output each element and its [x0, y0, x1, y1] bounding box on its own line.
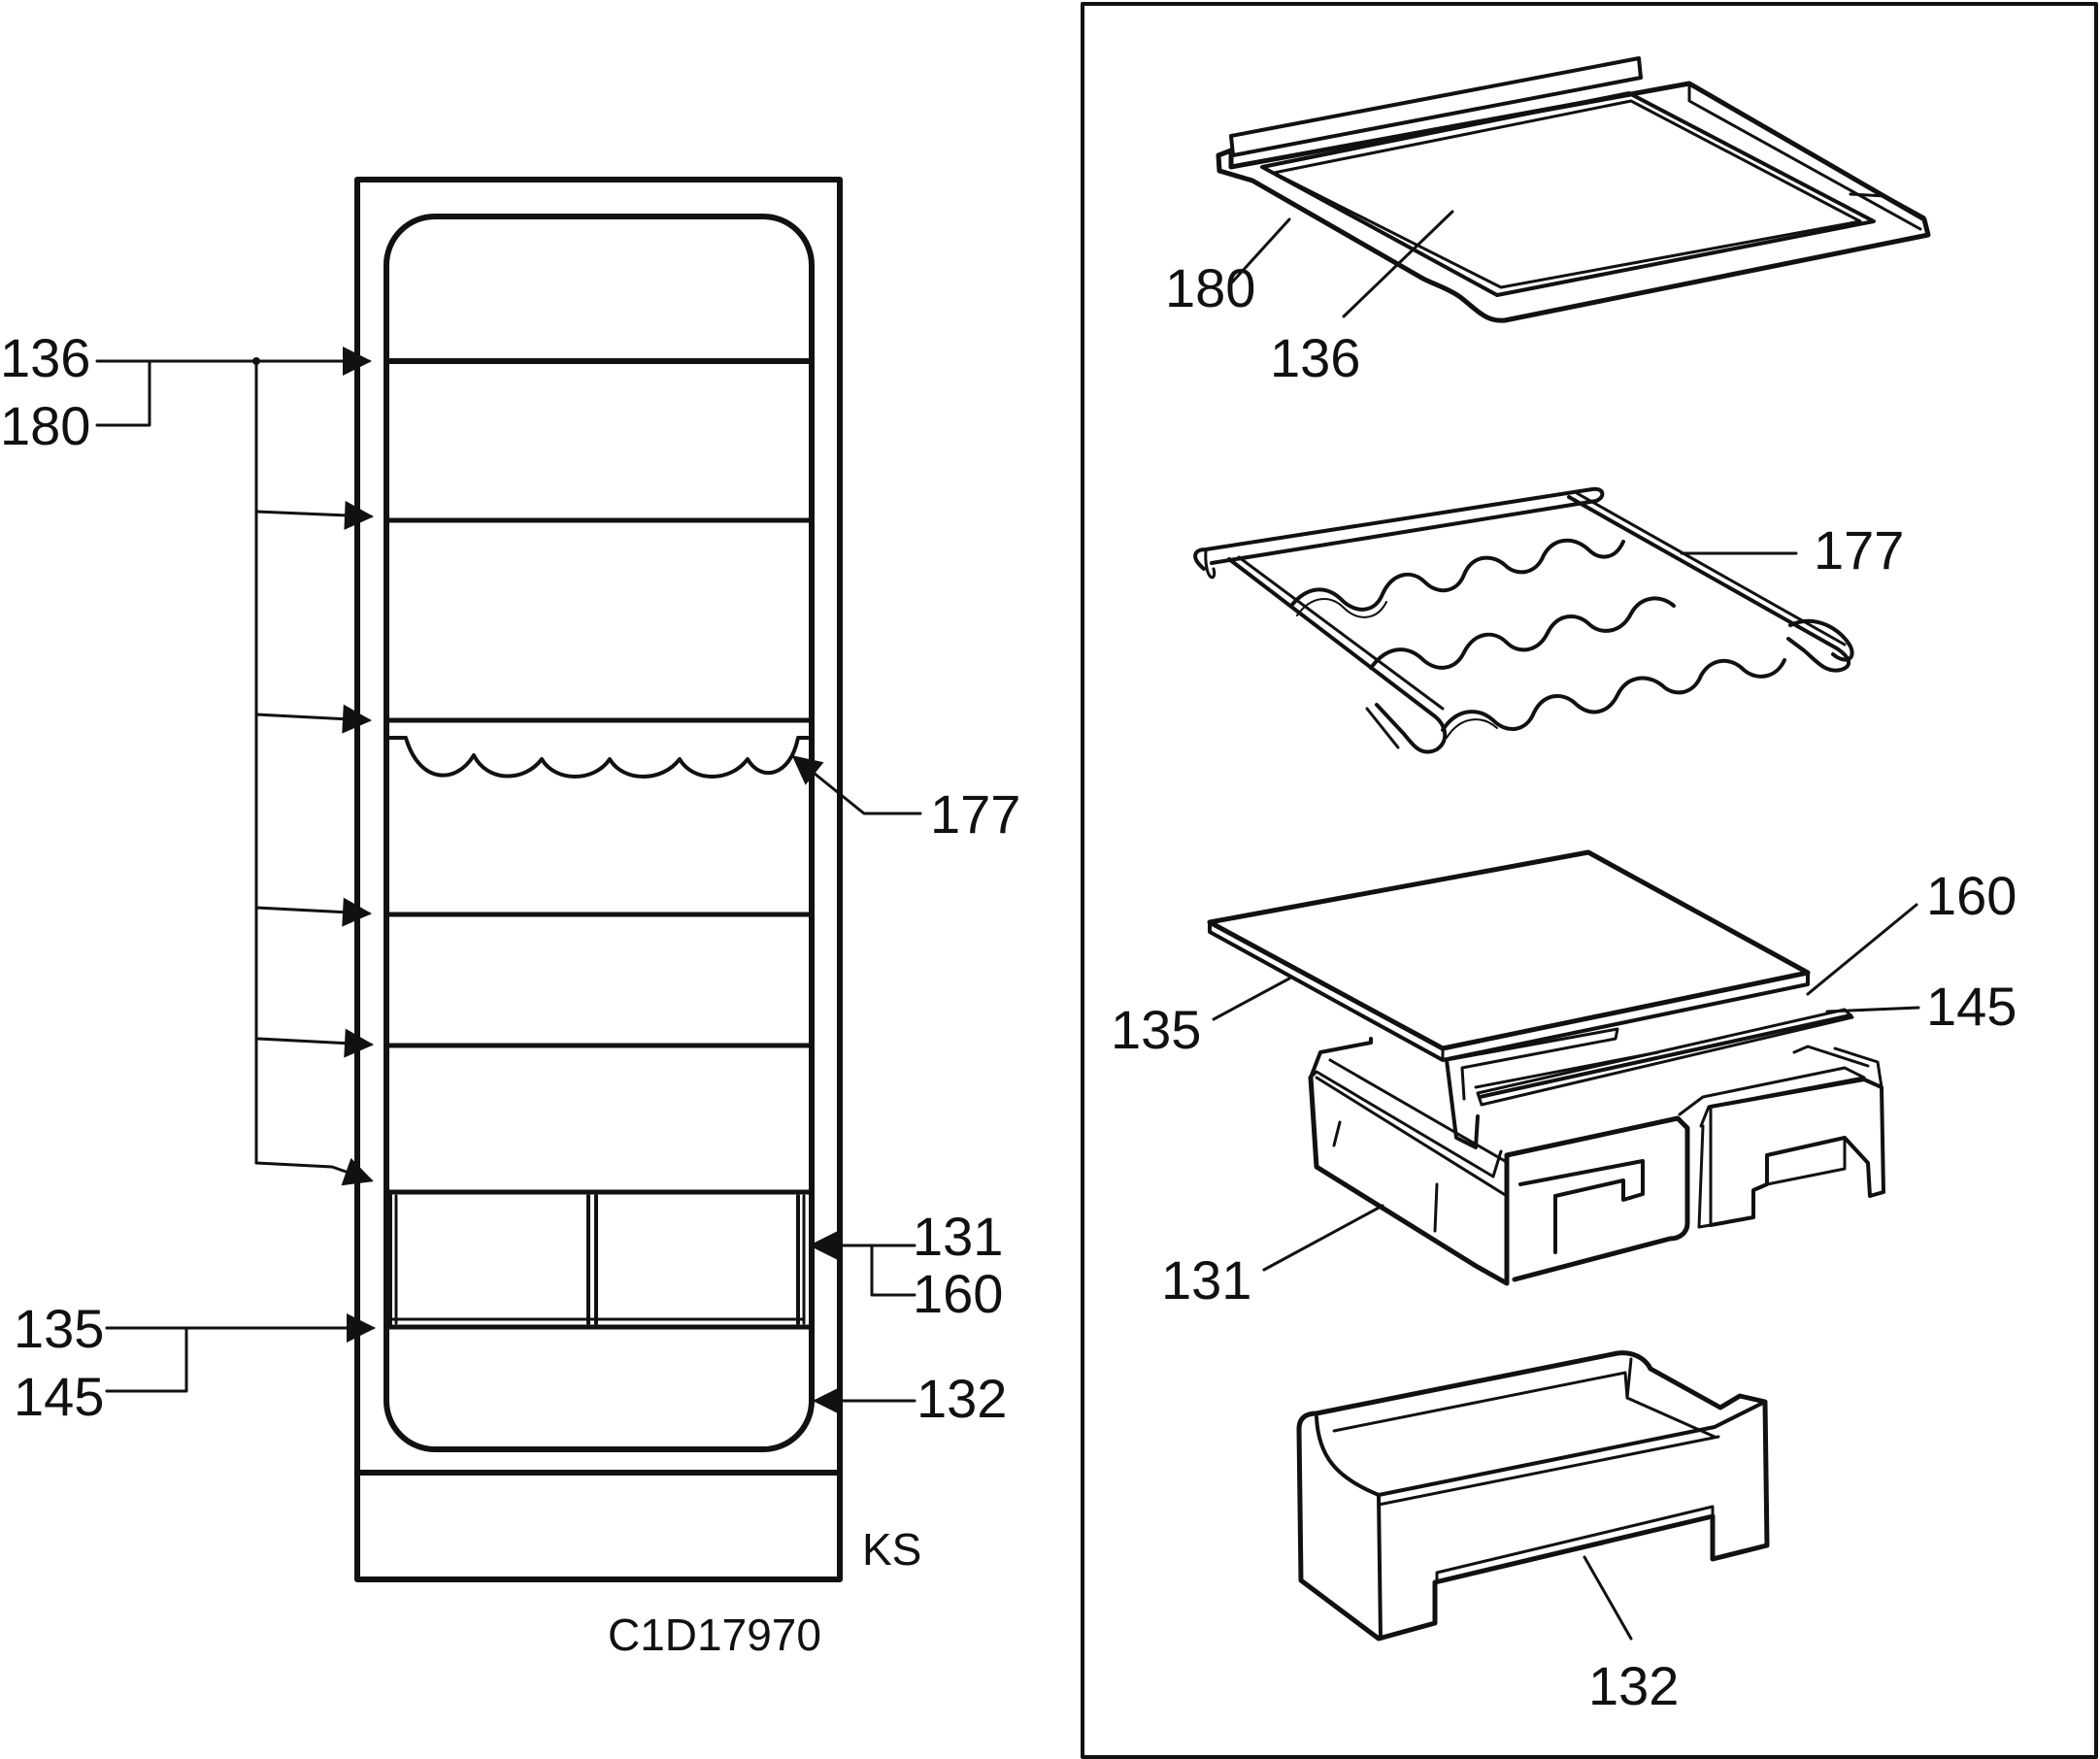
label-132-right: 132 — [1588, 1655, 1679, 1716]
label-136-left: 136 — [0, 327, 90, 388]
label-145-left: 145 — [14, 1366, 104, 1427]
leader-135-right — [1212, 977, 1291, 1021]
label-136-right: 136 — [1270, 327, 1360, 388]
wine-rack-profile — [386, 736, 810, 779]
leader-136-right — [1342, 210, 1454, 318]
label-131-right: 131 — [1161, 1249, 1251, 1311]
label-180-left: 180 — [0, 395, 90, 456]
leader-132-right — [1583, 1555, 1633, 1641]
label-132-left: 132 — [917, 1368, 1007, 1429]
shelf-leader-group — [95, 347, 374, 1186]
label-160-left: 160 — [913, 1263, 1003, 1324]
label-177-right: 177 — [1814, 519, 1904, 581]
label-160-right: 160 — [1926, 865, 2017, 926]
parts-panel-frame — [1081, 2, 2098, 1759]
label-177-left: 177 — [930, 783, 1020, 845]
label-180-right: 180 — [1165, 257, 1255, 318]
drawer-part — [1296, 1350, 1770, 1642]
leader-131-right — [1262, 1204, 1384, 1272]
fridge-cabinet-outline — [354, 177, 843, 1582]
glass-shelf-part — [1216, 56, 1931, 323]
crisper-cover-part — [1207, 849, 1920, 1062]
crisper-box-part — [1262, 1008, 1885, 1286]
leader-180-right — [1229, 217, 1291, 285]
leader-160-right — [1806, 903, 1918, 996]
crisper-cover-leader — [870, 1244, 917, 1297]
cover-leader-group — [105, 1313, 376, 1393]
label-135-left: 135 — [14, 1298, 104, 1359]
fridge-liner-outline — [383, 214, 815, 1452]
crisper-section — [388, 1194, 806, 1325]
label-131-left: 131 — [913, 1206, 1003, 1267]
label-145-right: 145 — [1926, 976, 2017, 1037]
fridge-section-view: 136 180 177 131 160 135 145 132 KS C1D17… — [0, 177, 1020, 1660]
compartment-code: KS — [862, 1524, 921, 1575]
wine-rack-part — [1193, 486, 1854, 754]
rack-leader — [791, 755, 922, 815]
label-135-right: 135 — [1111, 999, 1201, 1060]
drawing-id: C1D17970 — [608, 1610, 821, 1660]
